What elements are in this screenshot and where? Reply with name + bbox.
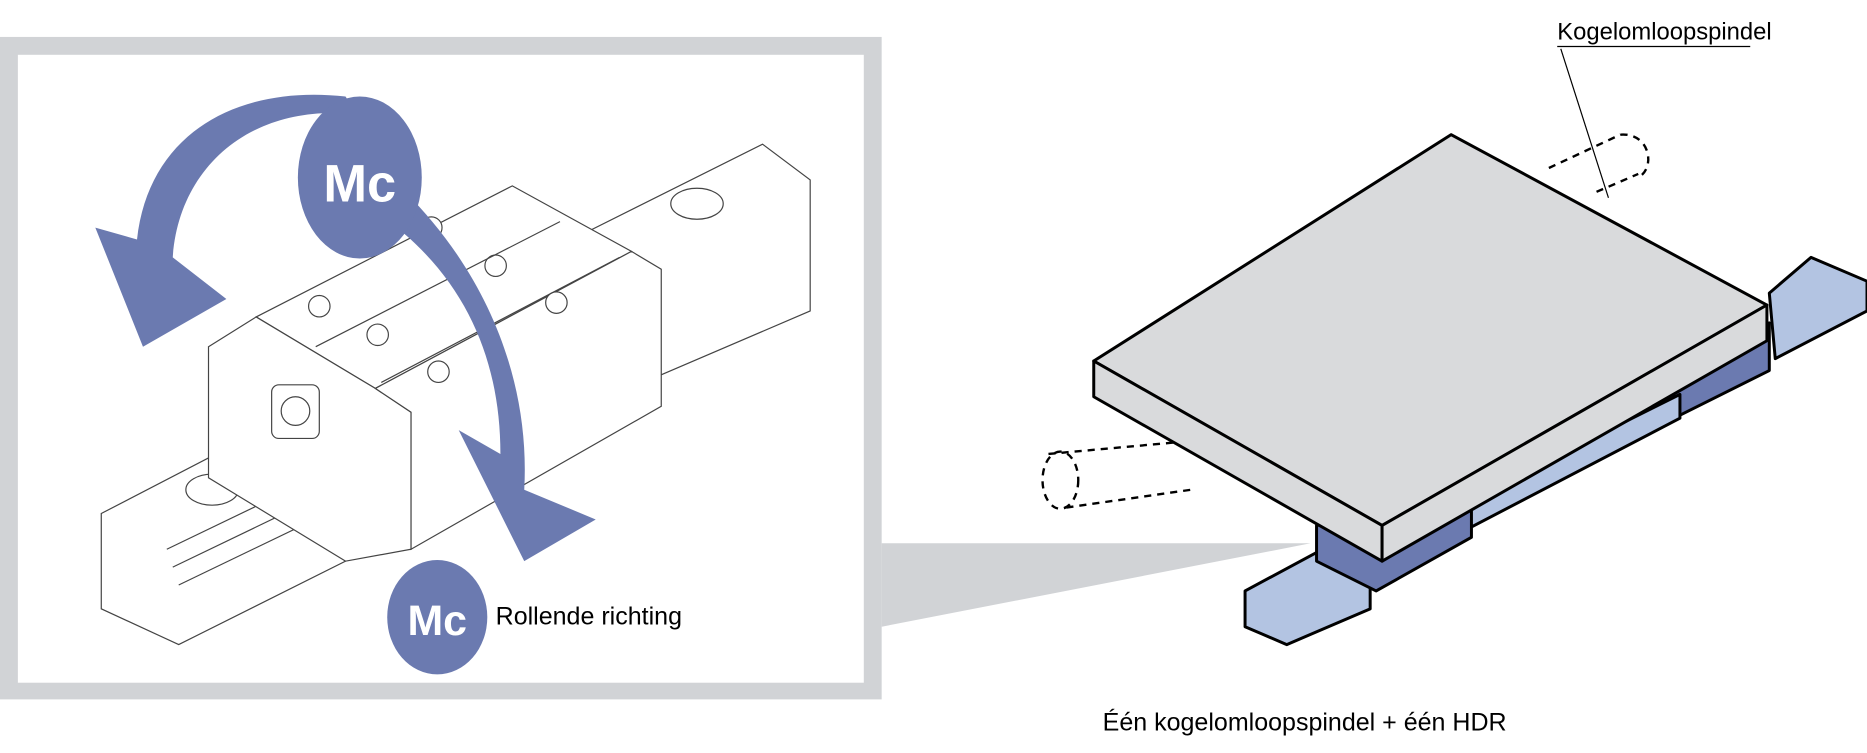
left-panel: Mc Mc Rollende richting — [0, 36, 1311, 700]
legend-label: Rollende richting — [496, 602, 682, 630]
legend-badge — [387, 559, 488, 675]
linear-guide-illustration — [100, 143, 811, 646]
table-side — [1380, 303, 1769, 563]
right-panel — [1041, 133, 1867, 647]
legend-symbol: Mc — [407, 597, 467, 645]
legend: Mc Rollende richting — [387, 559, 682, 675]
rail-back — [1767, 255, 1867, 361]
caption: Één kogelomloopspindel + één HDR — [1103, 707, 1507, 736]
leader-line — [1560, 48, 1610, 198]
moment-badge — [297, 96, 422, 259]
moment-symbol: Mc — [323, 155, 396, 213]
moment-arrow: Mc — [95, 94, 596, 562]
ball-screw-label: Kogelomloopspindel — [1557, 18, 1771, 45]
ball-screw — [1041, 133, 1650, 510]
table-top — [1092, 133, 1769, 527]
